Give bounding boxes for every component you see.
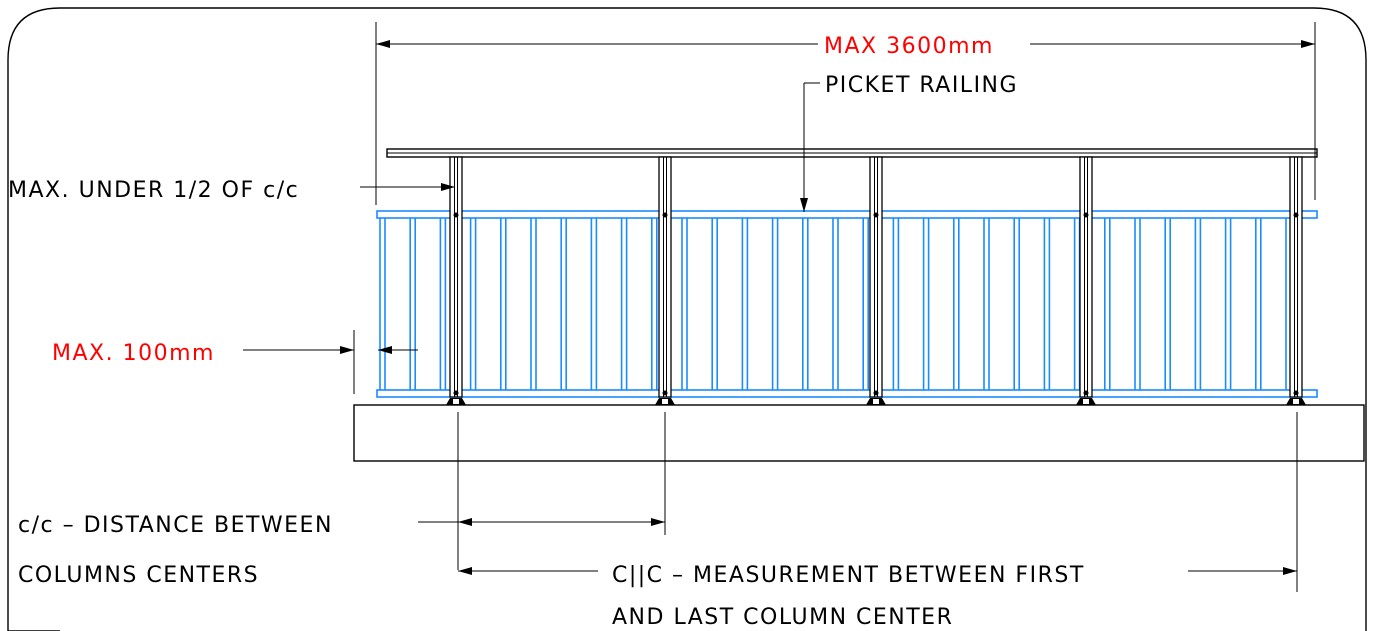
bolt-bottom (662, 390, 668, 396)
column (866, 156, 886, 405)
max-span-dimension: MAX 3600mm (375, 22, 1316, 205)
picket-railing-label: PICKET RAILING (825, 73, 1018, 98)
column-post (1079, 156, 1093, 398)
max-under-half-dimension: MAX. UNDER 1/2 OF c/c (8, 178, 455, 203)
bolt-bottom (453, 390, 459, 396)
picket-railing-leader: PICKET RAILING (800, 73, 1018, 212)
cllc-label-line1: C||C – MEASUREMENT BETWEEN FIRST (612, 563, 1085, 588)
column-post (449, 156, 463, 398)
column (655, 156, 675, 405)
column (1286, 156, 1306, 405)
max-span-label: MAX 3600mm (824, 34, 994, 59)
column-post (869, 156, 883, 398)
columns (446, 156, 1306, 405)
ground-slab (353, 404, 1365, 462)
max-gap-dimension: MAX. 100mm (52, 330, 418, 394)
column-base-slot (1083, 399, 1089, 404)
drawing-frame (7, 7, 1367, 631)
column-base-slot (453, 399, 459, 404)
max-under-half-label: MAX. UNDER 1/2 OF c/c (8, 178, 299, 203)
column (1076, 156, 1096, 405)
cllc-label-line2: AND LAST COLUMN CENTER (612, 605, 953, 630)
top-handrail (386, 148, 1318, 158)
bolt-bottom (1293, 390, 1299, 396)
first-last-column-dimension: C||C – MEASUREMENT BETWEEN FIRST AND LAS… (458, 563, 1297, 630)
column-post (1289, 156, 1303, 398)
cc-label-line1: c/c – DISTANCE BETWEEN (18, 513, 333, 538)
bolt-top (1293, 212, 1299, 218)
bolt-top (873, 212, 879, 218)
picket-railing-panel (376, 210, 1318, 398)
column-base-slot (873, 399, 879, 404)
bolt-bottom (1083, 390, 1089, 396)
column-spacing-dimension: c/c – DISTANCE BETWEEN COLUMNS CENTERS (18, 412, 1298, 592)
top-rail (376, 210, 1318, 219)
bolt-top (1083, 212, 1089, 218)
bolt-top (662, 212, 668, 218)
column-base-slot (662, 399, 668, 404)
bottom-rail (376, 389, 1318, 398)
column (446, 156, 466, 405)
column-post (658, 156, 672, 398)
max-gap-label: MAX. 100mm (52, 341, 215, 366)
cc-label-line2: COLUMNS CENTERS (18, 563, 259, 588)
bolt-top (453, 212, 459, 218)
bolt-bottom (873, 390, 879, 396)
column-base-slot (1293, 399, 1299, 404)
